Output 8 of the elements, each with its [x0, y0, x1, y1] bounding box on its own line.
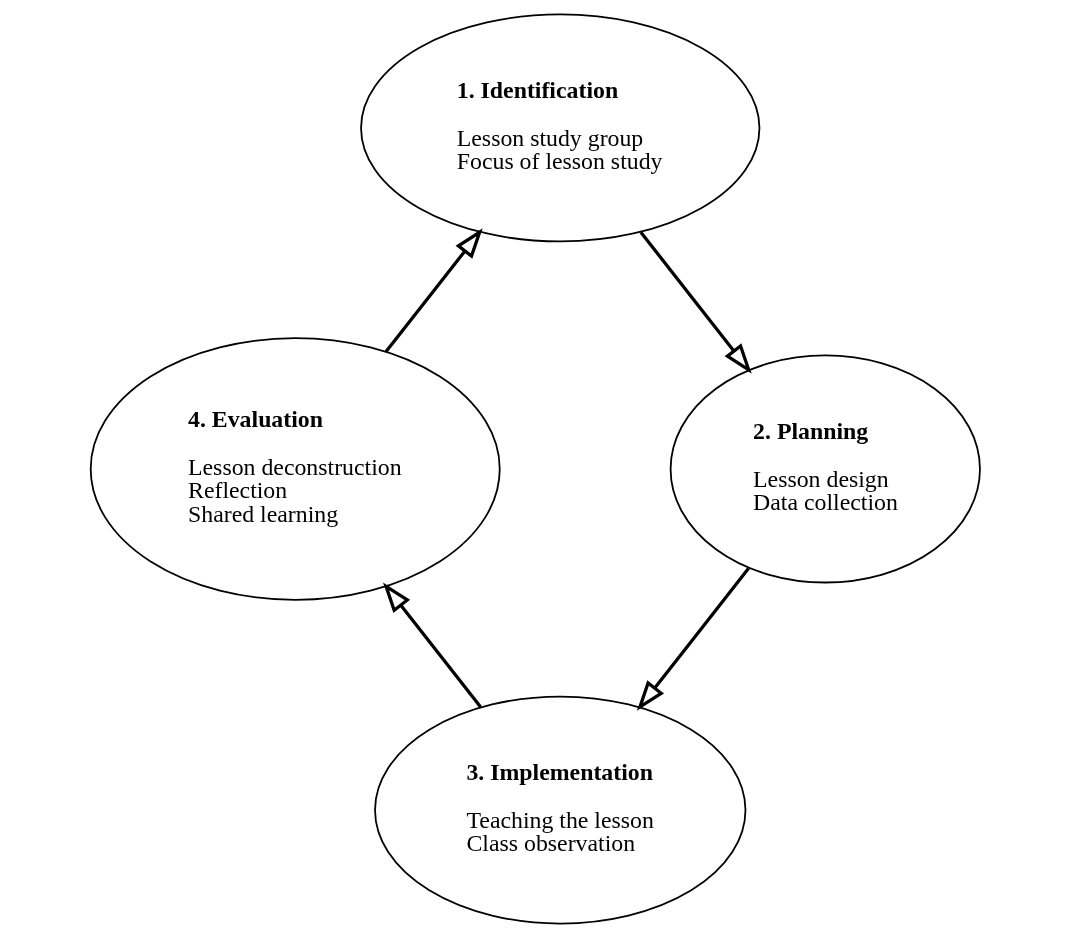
node-ellipse: 2. Planning Lesson design Data collection	[669, 354, 981, 584]
arrow	[639, 231, 752, 374]
node-ellipse: 1. Identification Lesson study group Focus of lesson study	[359, 13, 760, 243]
arrow	[384, 228, 483, 353]
node-ellipse: 3. Implementation Teaching the lesson Class observation	[373, 695, 746, 925]
arrow	[382, 582, 482, 708]
arrow	[636, 567, 750, 711]
node-ellipse: 4. Evaluation Lesson deconstruction Reflection Shared learning	[89, 337, 501, 601]
